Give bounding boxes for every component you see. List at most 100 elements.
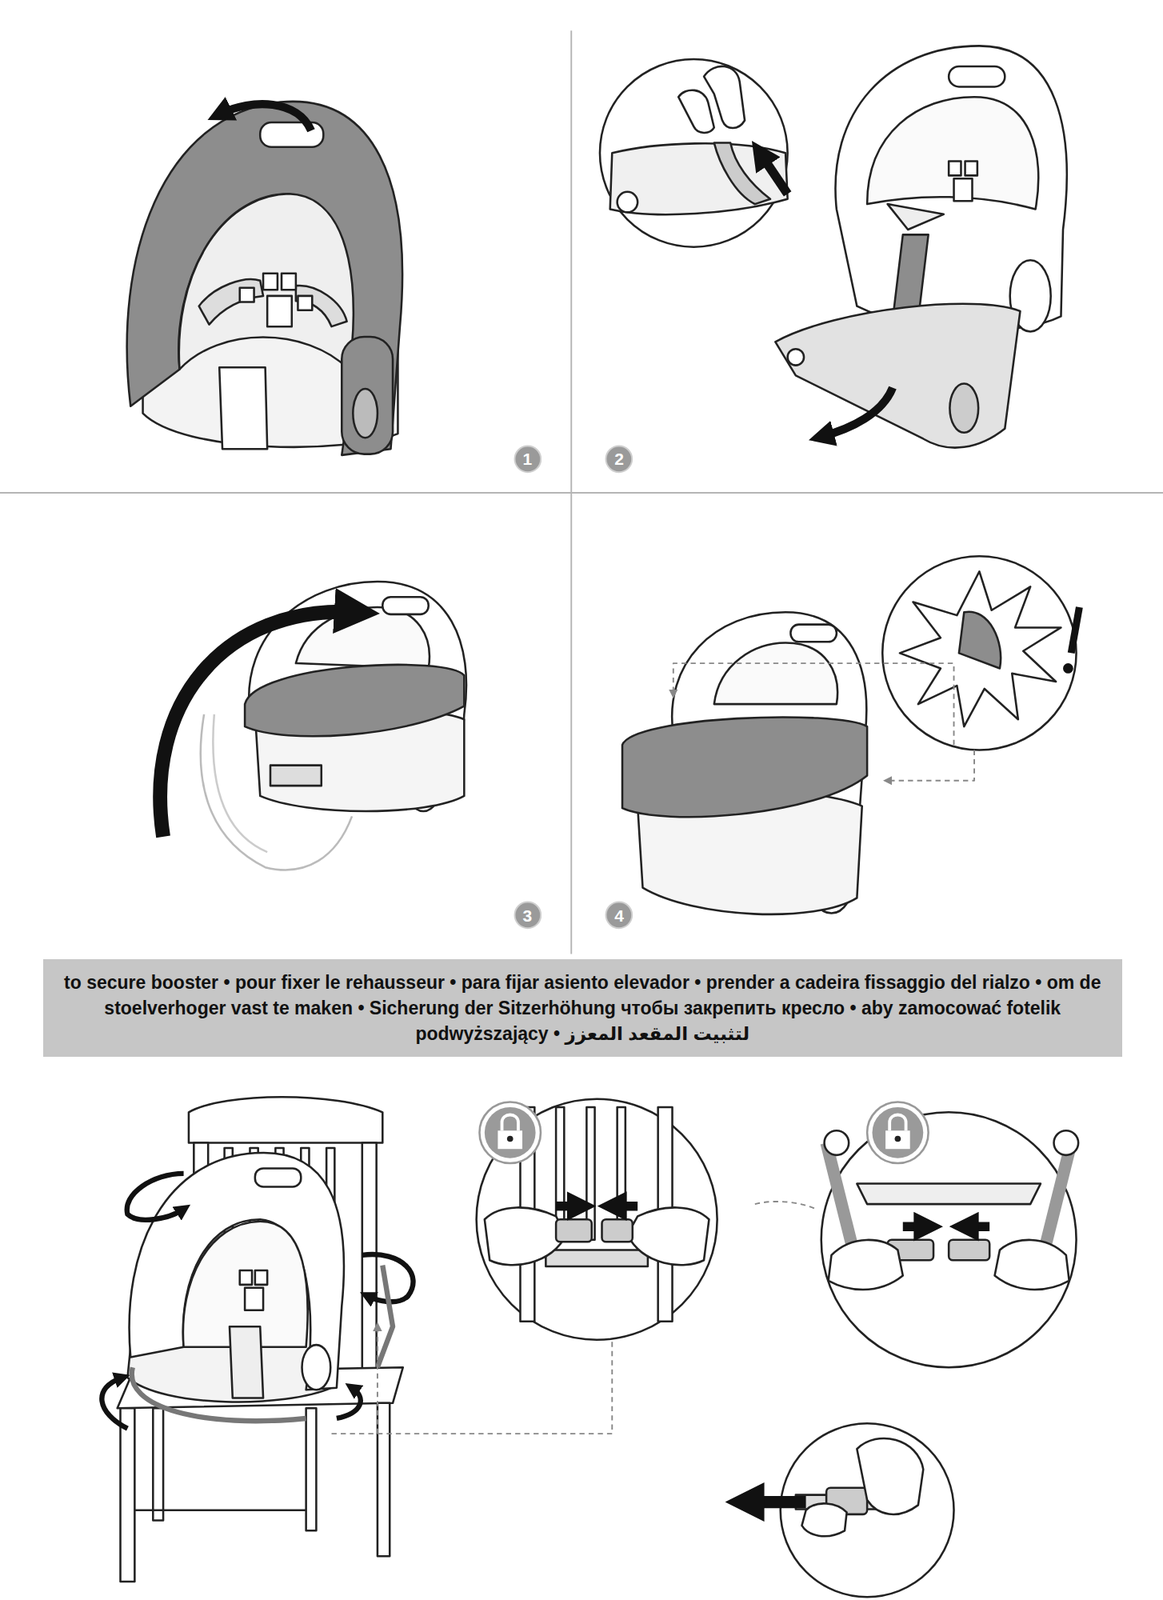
callout-circle-fill <box>606 446 633 473</box>
drawing-path <box>856 1183 1041 1205</box>
callout-number: 2 <box>604 444 634 474</box>
caption-text: to secure booster • pour fixer le rehaus… <box>59 969 1107 1048</box>
callout-circle-fill <box>514 902 541 929</box>
drawing-path <box>887 750 975 781</box>
caption-band: to secure booster • pour fixer le rehaus… <box>43 959 1123 1057</box>
drawing-line <box>963 1221 990 1231</box>
drawing-line <box>555 1201 582 1211</box>
drawing-path <box>887 203 944 230</box>
drawing-ellipse <box>352 388 378 438</box>
drawing-path <box>127 101 403 456</box>
drawing-circle <box>787 348 804 365</box>
callout-number: 2 <box>614 450 624 468</box>
drawing-rect <box>497 1130 523 1149</box>
drawing-rect <box>267 295 292 327</box>
drawing-path <box>127 1173 184 1220</box>
drawing-rect <box>281 273 296 290</box>
drawing-ellipse <box>302 1344 332 1390</box>
drawing-g <box>622 555 1080 915</box>
drawing-path <box>219 367 268 449</box>
drawing-path <box>610 143 788 215</box>
callout-number: 4 <box>614 907 624 924</box>
drawing-path <box>1071 607 1080 653</box>
drawing-path <box>899 571 1062 727</box>
drawing-path <box>484 1206 567 1265</box>
drawing-rect <box>255 1270 268 1285</box>
drawing-path <box>295 285 348 327</box>
drawing-rect <box>948 161 961 176</box>
drawing-path <box>331 1326 378 1434</box>
drawing-rect <box>602 1218 633 1242</box>
drawing-rect <box>885 1130 911 1149</box>
drawing-path <box>229 1326 264 1398</box>
drawing-path <box>821 387 893 437</box>
drawing-g <box>101 1096 612 1582</box>
drawing-circle <box>484 1107 536 1159</box>
drawing-path <box>801 1502 847 1536</box>
drawing-path <box>775 303 1020 448</box>
drawing-path <box>889 1114 906 1131</box>
drawing-path <box>101 1377 128 1429</box>
drawing-circle <box>1063 663 1074 674</box>
drawing-rect <box>790 624 836 643</box>
drawing-line <box>0 491 1163 494</box>
drawing-circle <box>507 1135 514 1143</box>
drawing-rect <box>377 1402 390 1556</box>
drawing-path <box>867 96 1039 209</box>
drawing-g <box>0 30 1163 954</box>
drawing-path <box>219 103 312 131</box>
drawing-rect <box>555 1218 592 1242</box>
callout-number: 1 <box>513 444 543 474</box>
drawing-path <box>502 1114 519 1131</box>
drawing-rect <box>341 336 393 455</box>
drawing-path <box>673 663 955 745</box>
drawing-path <box>131 1366 307 1421</box>
drawing-g <box>744 1422 954 1597</box>
drawing-rect <box>948 66 1005 88</box>
callout-number: 4 <box>604 900 634 930</box>
drawing-ellipse <box>949 383 979 433</box>
drawing-circle <box>867 1102 929 1164</box>
drawing-circle <box>882 555 1076 750</box>
drawing-circle <box>599 59 788 248</box>
drawing-path <box>856 1438 924 1515</box>
drawing-rect <box>965 161 978 176</box>
drawing-circle <box>780 1422 955 1597</box>
drawing-path <box>336 1387 361 1419</box>
drawing-path <box>828 1239 904 1290</box>
drawing-path <box>995 1239 1070 1290</box>
drawing-rect <box>545 1250 648 1267</box>
drawing-rect <box>306 1407 317 1531</box>
callout-circle-fill <box>606 902 633 929</box>
drawing-rect <box>120 1407 136 1582</box>
drawing-g <box>127 101 403 456</box>
drawing-circle <box>479 1102 541 1164</box>
drawing-path <box>188 1096 383 1143</box>
drawing-circle <box>476 1099 718 1340</box>
drawing-path <box>959 611 1001 669</box>
drawing-line <box>744 1495 807 1508</box>
drawing-path <box>622 716 868 817</box>
drawing-rect <box>239 1270 252 1285</box>
drawing-path <box>200 714 352 871</box>
drawing-path <box>678 90 715 133</box>
drawing-line <box>903 1221 929 1231</box>
drawing-line <box>759 152 788 194</box>
drawing-circle <box>824 1130 850 1156</box>
drawing-rect <box>362 1143 377 1378</box>
drawing-circle <box>895 1135 902 1143</box>
drawing-path <box>199 279 264 324</box>
drawing-g <box>159 581 467 870</box>
drawing-g <box>599 45 1068 448</box>
callout-number: 3 <box>513 900 543 930</box>
drawing-rect <box>255 1167 301 1187</box>
callout-number: 3 <box>523 907 533 924</box>
callout-number: 1 <box>523 450 533 468</box>
drawing-rect <box>270 765 322 787</box>
drawing-line <box>611 1201 638 1211</box>
drawing-circle <box>1054 1130 1080 1156</box>
drawing-circle <box>617 191 639 213</box>
